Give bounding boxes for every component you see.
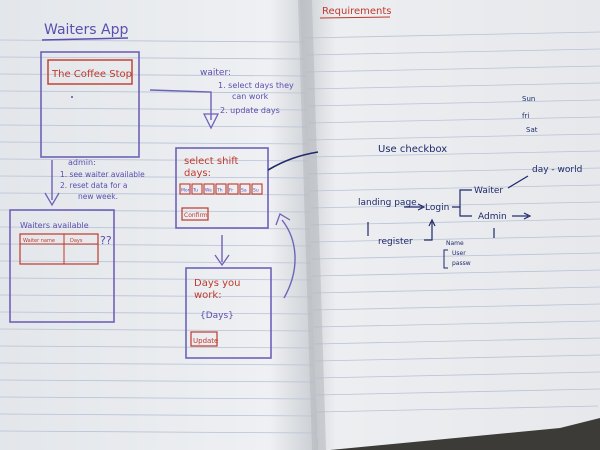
- confirm-button-sketch: [181, 207, 209, 221]
- day-checkbox-label: Tu: [192, 188, 198, 194]
- app-title-underline: [41, 37, 129, 41]
- arrow-to-select-shift: [149, 89, 212, 120]
- arrowhead: [202, 113, 220, 130]
- left-page-content: Waiters App The Coffee Stop waiter: 1. s…: [9, 22, 319, 359]
- arrowhead: [417, 203, 426, 211]
- day-checkbox: [191, 183, 203, 195]
- waiters-table: [19, 233, 99, 265]
- select-shift-wireframe: [175, 147, 269, 229]
- day-checkbox-label: We: [205, 188, 212, 194]
- dot: [71, 96, 73, 98]
- select-shift-title-line2: days:: [184, 168, 211, 179]
- requirements-underline: [319, 16, 391, 19]
- day-sat: Sat: [526, 126, 538, 134]
- right-page: [300, 0, 600, 450]
- admin-note-line2: 2. reset data for a: [60, 181, 128, 190]
- days-placeholder: {Days}: [200, 311, 234, 321]
- question-marks: ??: [100, 234, 112, 247]
- loop-arrow: [281, 219, 296, 299]
- days-you-work-wireframe: [185, 267, 272, 359]
- confirm-label: Confirm: [184, 212, 208, 219]
- flow-register: register: [378, 237, 413, 247]
- waiter-note-line3: 2. update days: [220, 106, 280, 115]
- arrowhead: [214, 254, 230, 267]
- app-title: Waiters App: [44, 22, 128, 38]
- right-page-content: Requirements Sun fri Sat Use checkbox la…: [319, 6, 582, 269]
- flow-landing: landing page: [358, 198, 417, 208]
- day-sun: Sun: [522, 95, 535, 103]
- day-checkbox-label: Sa: [241, 188, 247, 194]
- day-checkbox: [239, 183, 251, 195]
- admin-note-line1: 1. see waiter available: [60, 170, 145, 179]
- day-checkbox: [203, 183, 215, 195]
- update-label: Update: [193, 337, 218, 345]
- branch-to-waiter: [452, 189, 472, 208]
- day-checkbox-label: Su: [253, 188, 259, 194]
- requirements-title: Requirements: [322, 6, 392, 17]
- flow-name: Name: [446, 240, 464, 247]
- arrow-waiter-day: [507, 175, 529, 189]
- coffee-shop-label: The Coffee Stop: [51, 69, 132, 80]
- day-checkbox: [227, 183, 239, 195]
- flow-admin: Admin: [478, 212, 507, 222]
- arrowhead: [523, 212, 532, 220]
- landing-wireframe: [40, 51, 140, 158]
- day-checkbox: [179, 183, 191, 195]
- admin-note-heading: admin:: [68, 158, 96, 167]
- admin-note-line3: new week.: [78, 192, 118, 201]
- day-checkbox-label: Mon: [181, 188, 191, 194]
- flow-day-world: day - world: [532, 165, 582, 175]
- flow-pass: passw: [452, 260, 471, 267]
- arrowhead: [275, 213, 291, 226]
- arrowhead: [44, 192, 60, 207]
- update-button-sketch: [190, 331, 218, 347]
- day-checkbox-label: Fr: [229, 188, 233, 194]
- coffee-shop-header: [47, 59, 133, 85]
- spine-shadow: [298, 0, 326, 450]
- flow-user: User: [452, 250, 466, 257]
- day-checkbox: [251, 183, 263, 195]
- day-fri: fri: [522, 112, 529, 120]
- right-page-rules: [304, 31, 600, 413]
- waiters-table-col1: Waiter name: [23, 238, 55, 244]
- connector-to-checkbox-note: [267, 151, 319, 171]
- waiter-note-line1: 1. select days they: [218, 81, 294, 90]
- days-you-work-title-line1: Days you: [194, 278, 241, 289]
- flow-waiter: Waiter: [474, 186, 503, 196]
- waiter-note-heading: waiter:: [200, 68, 231, 78]
- bracket: [443, 249, 448, 269]
- waiters-table-col2: Days: [70, 238, 83, 244]
- branch-to-admin: [459, 207, 472, 217]
- days-you-work-title-line2: work:: [194, 290, 222, 301]
- left-page: [0, 0, 318, 450]
- waiter-note-line2: can work: [232, 92, 269, 101]
- select-shift-title-line1: select shift: [184, 156, 239, 167]
- day-checkbox: [215, 183, 227, 195]
- day-checkbox-label: Th: [216, 188, 223, 194]
- arrowhead: [428, 218, 436, 227]
- arrow-register-login: [424, 222, 433, 241]
- flow-login: Login: [425, 203, 449, 213]
- waiters-available-wireframe: [9, 209, 115, 323]
- use-checkbox-note: Use checkbox: [378, 144, 447, 155]
- waiters-available-title: Waiters available: [20, 221, 89, 230]
